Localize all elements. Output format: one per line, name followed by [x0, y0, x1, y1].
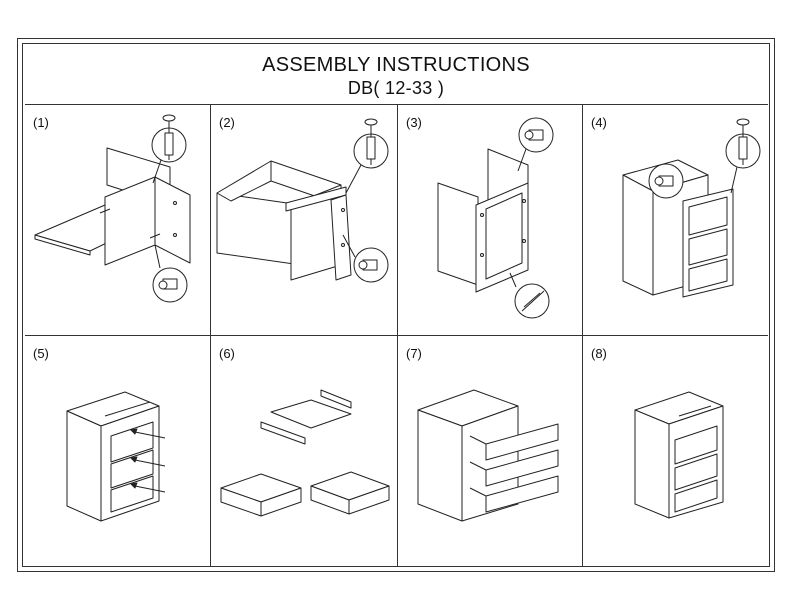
- step-3-panel: (3): [398, 105, 583, 336]
- step-1-illustration: [34, 114, 191, 303]
- inner-border: [22, 43, 770, 567]
- step-4-label: (4): [591, 115, 607, 130]
- step-3-label: (3): [406, 115, 422, 130]
- step-7-panel: (7): [398, 336, 583, 567]
- step-5-panel: (5): [25, 336, 211, 567]
- step-3-illustration: [437, 117, 554, 319]
- step-8-label: (8): [591, 346, 607, 361]
- step-7-label: (7): [406, 346, 422, 361]
- step-5-illustration: [66, 391, 166, 522]
- page-title: ASSEMBLY INSTRUCTIONS: [262, 54, 530, 76]
- step-8-illustration: [634, 391, 724, 519]
- step-4-illustration: [622, 118, 761, 298]
- step-6-illustration: [220, 389, 390, 517]
- step-4-panel: (4): [583, 105, 768, 336]
- step-1-panel: (1): [25, 105, 211, 336]
- step-6-label: (6): [219, 346, 235, 361]
- step-7-illustration: [417, 389, 559, 522]
- step-2-panel: (2): [211, 105, 398, 336]
- step-6-panel: (6): [211, 336, 398, 567]
- steps-grid: (1) (2): [25, 104, 768, 567]
- step-5-label: (5): [33, 346, 49, 361]
- step-8-panel: (8): [583, 336, 768, 567]
- step-2-label: (2): [219, 115, 235, 130]
- step-1-label: (1): [33, 115, 49, 130]
- model-number: DB( 12-33 ): [347, 78, 445, 98]
- outer-border: [17, 38, 775, 572]
- step-2-illustration: [216, 118, 389, 283]
